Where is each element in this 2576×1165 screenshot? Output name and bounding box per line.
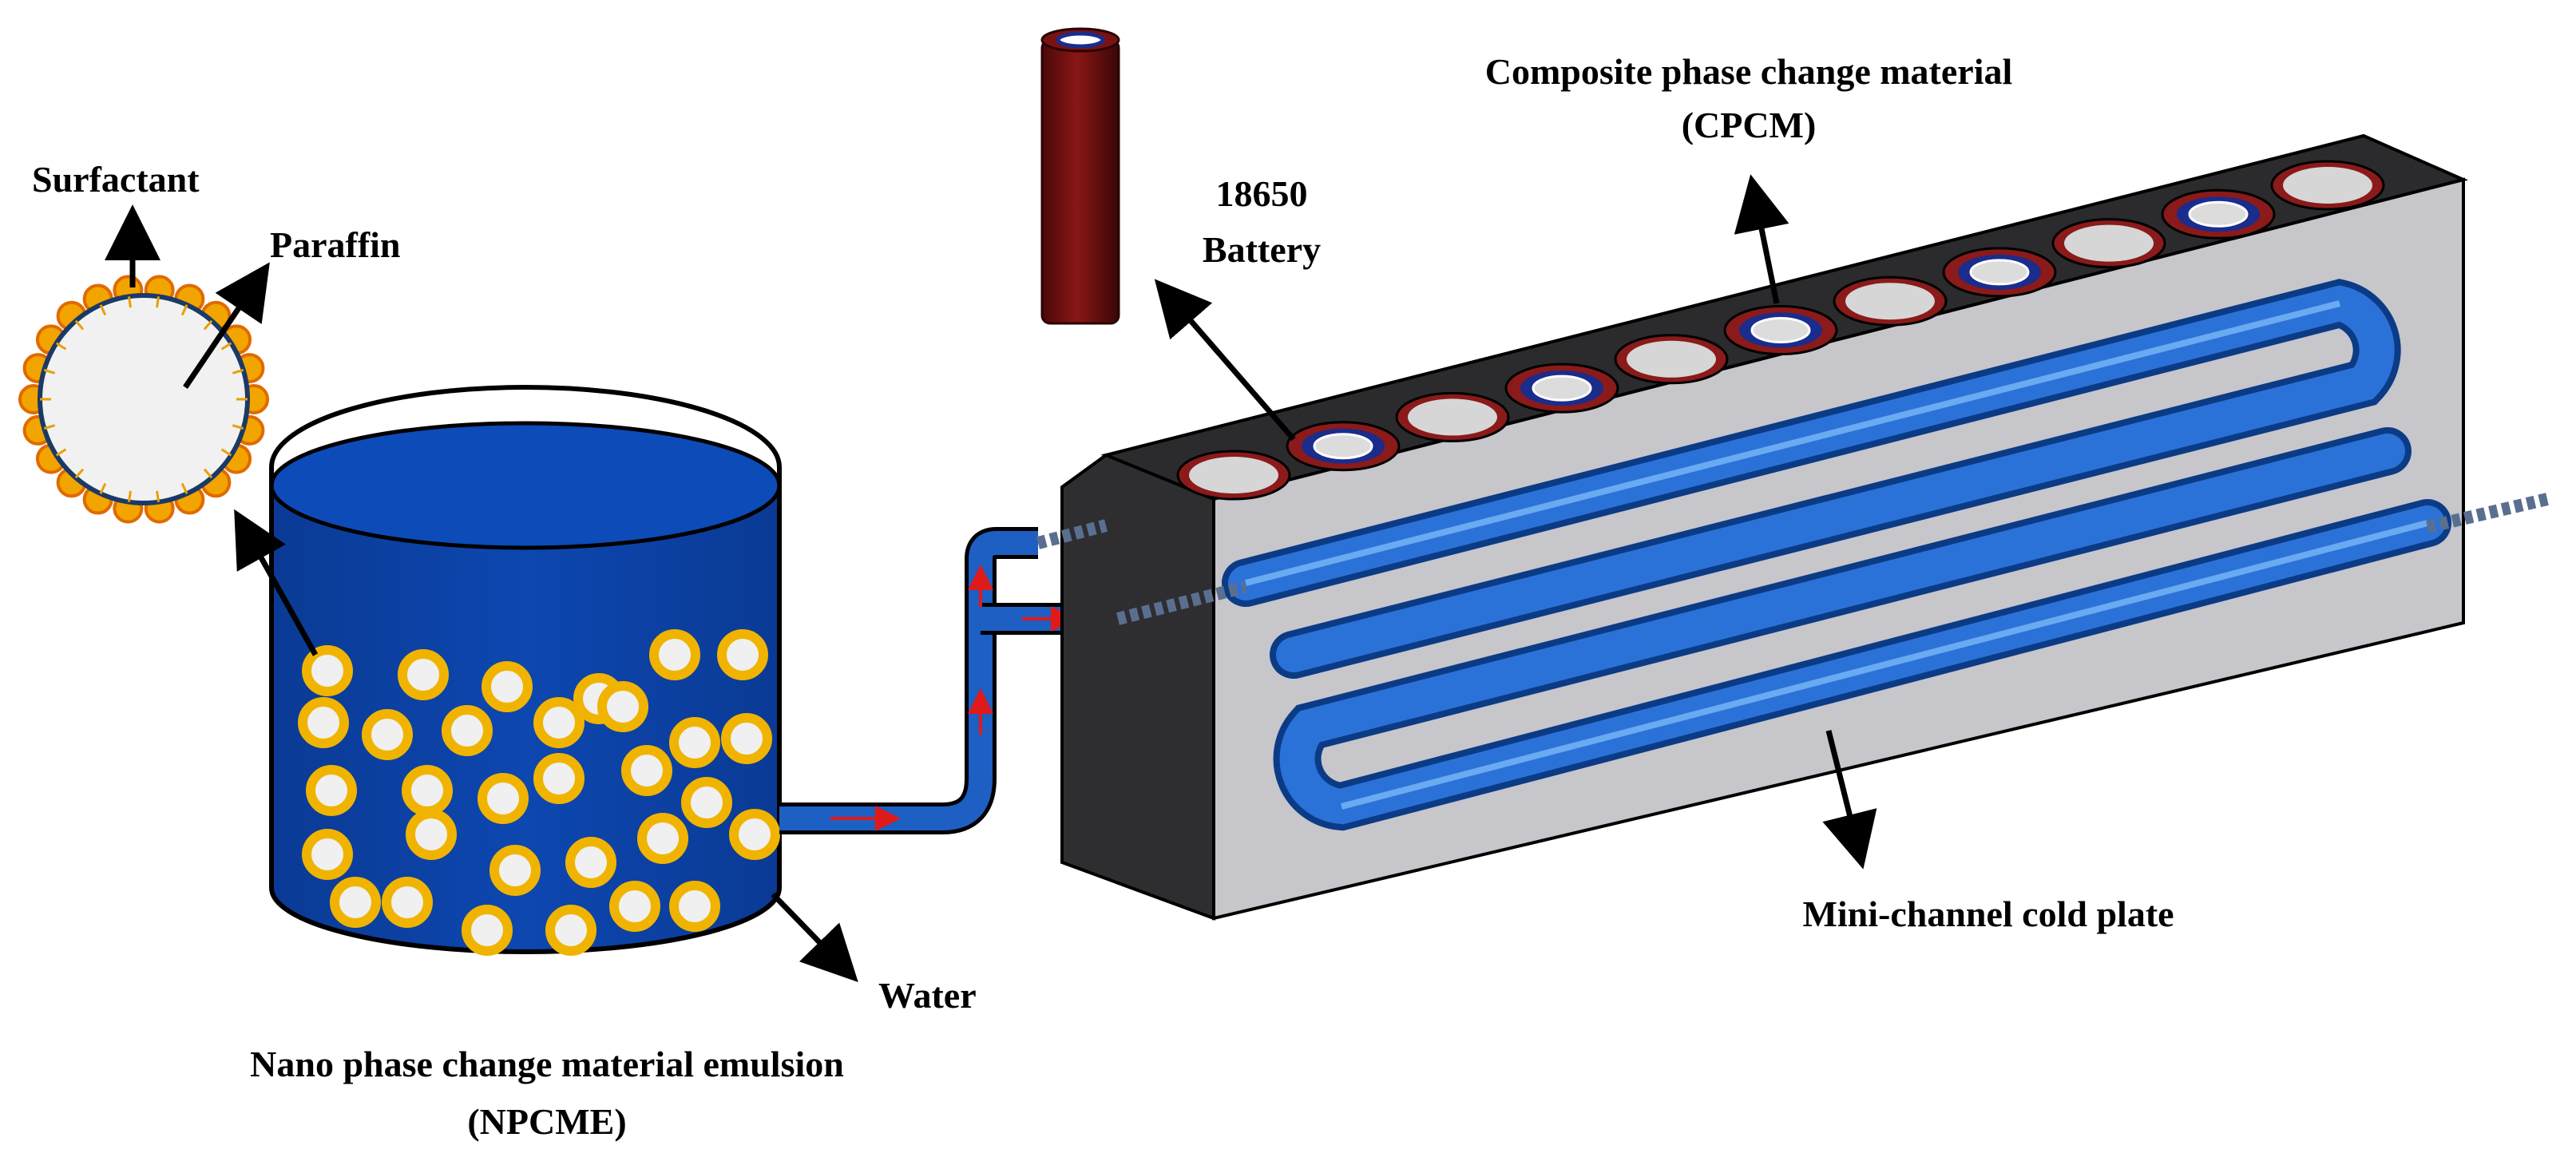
emulsion-droplet xyxy=(621,745,672,796)
cold-plate xyxy=(1036,133,2549,921)
emulsion-droplet xyxy=(442,705,493,756)
cpcm-label-line1: Composite phase change material xyxy=(1485,51,2013,92)
paraffin-core xyxy=(38,293,250,505)
tank-rim xyxy=(269,385,782,485)
emulsion-droplet xyxy=(565,837,616,888)
tank-droplets xyxy=(298,629,780,956)
emulsion-droplet xyxy=(729,809,780,860)
empty-hole xyxy=(1408,398,1497,436)
water-arrow xyxy=(771,892,858,983)
fitting-right xyxy=(2426,493,2549,533)
emulsion-droplet xyxy=(362,709,413,760)
emulsion-droplet xyxy=(489,845,541,896)
npcme-label-line2: (NPCME) xyxy=(467,1101,626,1142)
emulsion-droplet xyxy=(298,697,349,748)
paraffin-label: Paraffin xyxy=(270,224,401,265)
emulsion-tank xyxy=(269,385,782,956)
paraffin-arrow xyxy=(183,262,270,389)
emulsion-droplet xyxy=(478,773,529,824)
cold-plate-arrow xyxy=(1822,730,1877,870)
tank-water-surface xyxy=(269,421,782,550)
emulsion-droplet xyxy=(482,661,533,712)
empty-hole xyxy=(2283,167,2372,204)
empty-hole xyxy=(1845,283,1935,320)
emulsion-droplet xyxy=(545,905,596,956)
water-label: Water xyxy=(878,975,977,1016)
emulsion-droplet xyxy=(402,765,453,816)
emulsion-droplet xyxy=(681,777,732,828)
emulsion-droplet xyxy=(462,905,513,956)
cold-plate-label: Mini-channel cold plate xyxy=(1802,894,2174,934)
droplet-zoom-arrow xyxy=(234,509,319,656)
emulsion-droplet xyxy=(330,877,381,928)
emulsion-droplet xyxy=(302,645,353,696)
battery-arrow xyxy=(1154,279,1296,442)
emulsion-droplet xyxy=(717,629,768,680)
emulsion-droplet xyxy=(649,629,700,680)
battery-label-line1: 18650 xyxy=(1216,173,1308,214)
emulsion-droplet xyxy=(637,813,688,864)
cpcm-arrow xyxy=(1734,174,1789,304)
empty-hole xyxy=(1627,340,1716,378)
cylindrical-battery-icon xyxy=(1040,27,1120,325)
plate-end-face xyxy=(1060,453,1215,921)
emulsion-droplet xyxy=(306,765,357,816)
emulsion-droplet xyxy=(302,829,353,880)
emulsion-droplet xyxy=(398,649,449,700)
emulsion-droplet xyxy=(533,753,585,804)
emulsion-droplet xyxy=(597,681,648,732)
emulsion-droplet xyxy=(382,877,433,928)
battery-holes xyxy=(1176,160,2385,501)
battery-label-line2: Battery xyxy=(1203,229,1321,270)
emulsion-droplet xyxy=(406,809,457,860)
empty-hole xyxy=(1189,457,1278,493)
emulsion-droplet xyxy=(669,717,720,768)
emulsion-droplet xyxy=(669,881,720,932)
npcme-label-line1: Nano phase change material emulsion xyxy=(250,1044,844,1084)
empty-hole xyxy=(2064,224,2154,262)
fitting-left-top xyxy=(1036,519,1108,549)
fitting-left-bottom xyxy=(1116,581,1247,625)
emulsion-droplet xyxy=(609,881,660,932)
surfactant-label: Surfactant xyxy=(32,159,200,200)
emulsion-droplet xyxy=(533,697,585,748)
emulsion-droplet xyxy=(721,713,772,764)
mini-channels xyxy=(1222,279,2451,831)
cpcm-label-line2: (CPCM) xyxy=(1682,105,1817,145)
paraffin-droplet-icon xyxy=(18,275,269,524)
